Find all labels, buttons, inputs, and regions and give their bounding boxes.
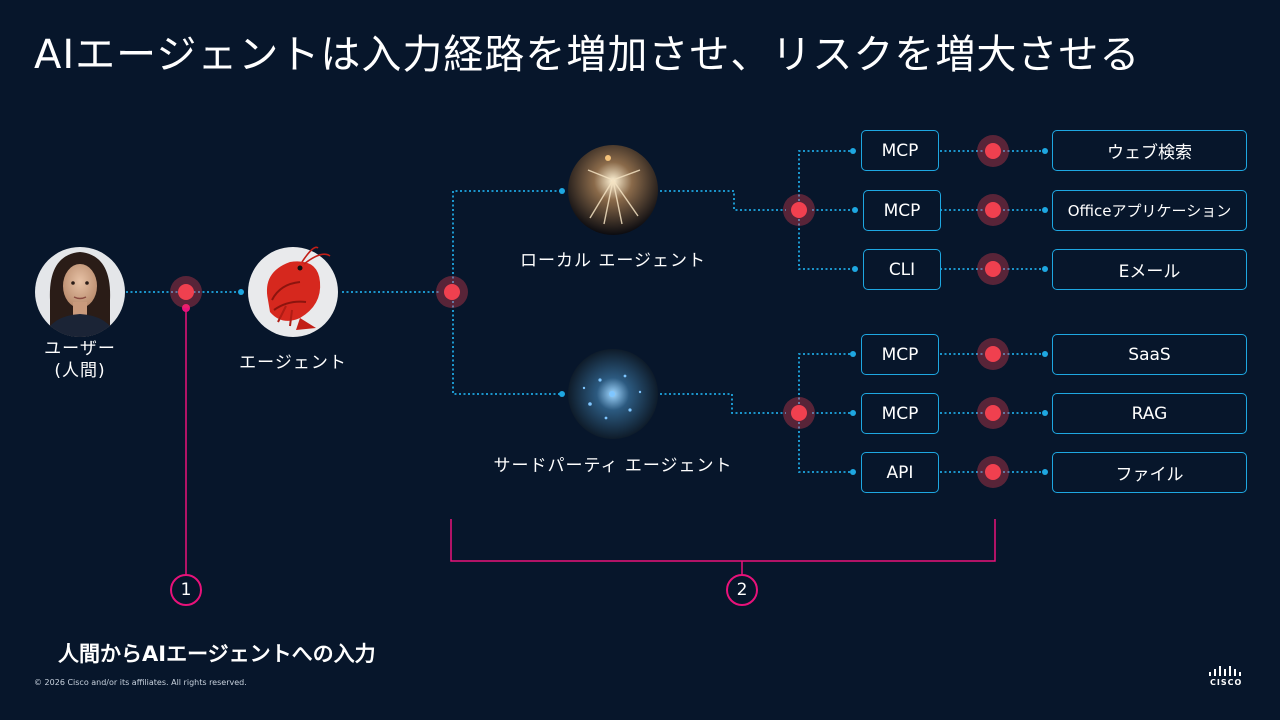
tool-box: MCP: [861, 393, 939, 434]
marker-one: 1: [170, 574, 202, 606]
tool-box: MCP: [861, 334, 939, 375]
page-title: AIエージェントは入力経路を増加させ、リスクを増大させる: [34, 32, 1141, 78]
risk-nodes: [170, 135, 1009, 488]
local-agent-image: [568, 145, 658, 235]
user-avatar-icon: [35, 247, 125, 337]
cisco-logo-text: CISCO: [1210, 678, 1243, 687]
bracket-lines: [185, 309, 996, 575]
target-box: Eメール: [1052, 249, 1247, 290]
target-box: ファイル: [1052, 452, 1247, 493]
local-agent-label: ローカル エージェント: [519, 251, 707, 271]
tool-box: CLI: [863, 249, 941, 290]
target-box: Officeアプリケーション: [1052, 190, 1247, 231]
tool-box: MCP: [861, 130, 939, 171]
bracket-anchor-dot: [182, 304, 190, 312]
connector-dots: [238, 148, 1048, 475]
marker-two: 2: [726, 574, 758, 606]
target-box: ウェブ検索: [1052, 130, 1247, 171]
target-box: SaaS: [1052, 334, 1247, 375]
tool-box: API: [861, 452, 939, 493]
copyright: © 2026 Cisco and/or its affiliates. All …: [34, 678, 247, 687]
tool-box: MCP: [863, 190, 941, 231]
target-box: RAG: [1052, 393, 1247, 434]
connector-lines: [126, 150, 1044, 473]
third-party-agent-label: サードパーティ エージェント: [493, 456, 733, 476]
third-party-agent-image: [568, 349, 658, 439]
agent-shrimp-icon: [248, 246, 338, 337]
cisco-logo-icon: [1209, 666, 1241, 676]
agent-label: エージェント: [239, 353, 347, 373]
user-label: ユーザー (人間): [44, 339, 116, 381]
caption: 人間からAIエージェントへの入力: [58, 642, 376, 666]
